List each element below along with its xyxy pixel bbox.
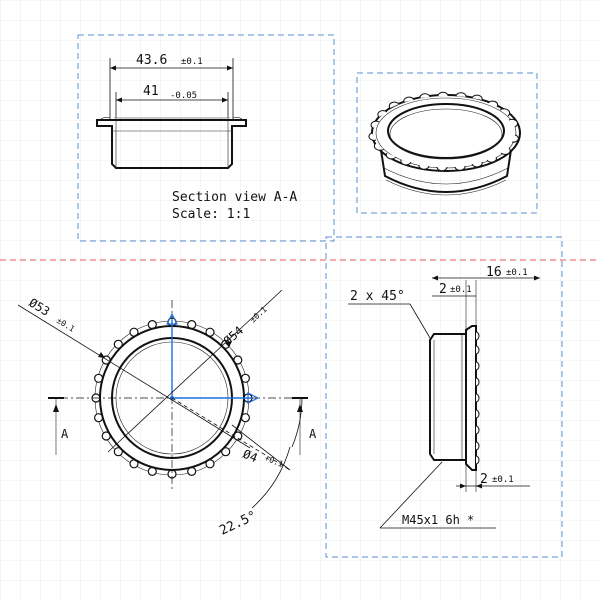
dim-43-6: 43.6 [136,53,167,68]
knurl-bump [221,447,231,457]
section-mark-left: A [61,427,69,441]
dim-2-bottom-tol: ±0.1 [492,475,514,485]
section-view-frame [77,34,335,242]
dim-2-bottom: 2 [480,472,488,487]
thread-label: M45x1 6h * [402,513,474,527]
knurl-bump [113,339,123,349]
dim-dia-4: Ø4 [241,447,260,465]
isometric-view-frame [356,72,538,214]
section-view: 43.6 ±0.1 41 -0.05 Section view A-A Scal… [77,34,335,242]
dim-41-tol: -0.05 [170,91,197,101]
side-view: 16 ±0.1 2 ±0.1 2 x 45° [325,236,563,558]
section-scale: Scale: 1:1 [172,207,250,222]
dim-2-top-tol: ±0.1 [450,285,472,295]
dim-16-tol: ±0.1 [506,268,528,278]
dim-2-top: 2 [439,282,447,297]
isometric-view [356,72,538,214]
knurl-bump [113,447,123,457]
section-mark-right: A [309,427,317,441]
dim-41: 41 [143,84,159,99]
chamfer-label: 2 x 45° [350,289,405,304]
dim-16: 16 [486,265,502,280]
section-caption: Section view A-A [172,190,297,205]
side-view-frame [325,236,563,558]
dim-43-6-tol: ±0.1 [181,57,203,67]
